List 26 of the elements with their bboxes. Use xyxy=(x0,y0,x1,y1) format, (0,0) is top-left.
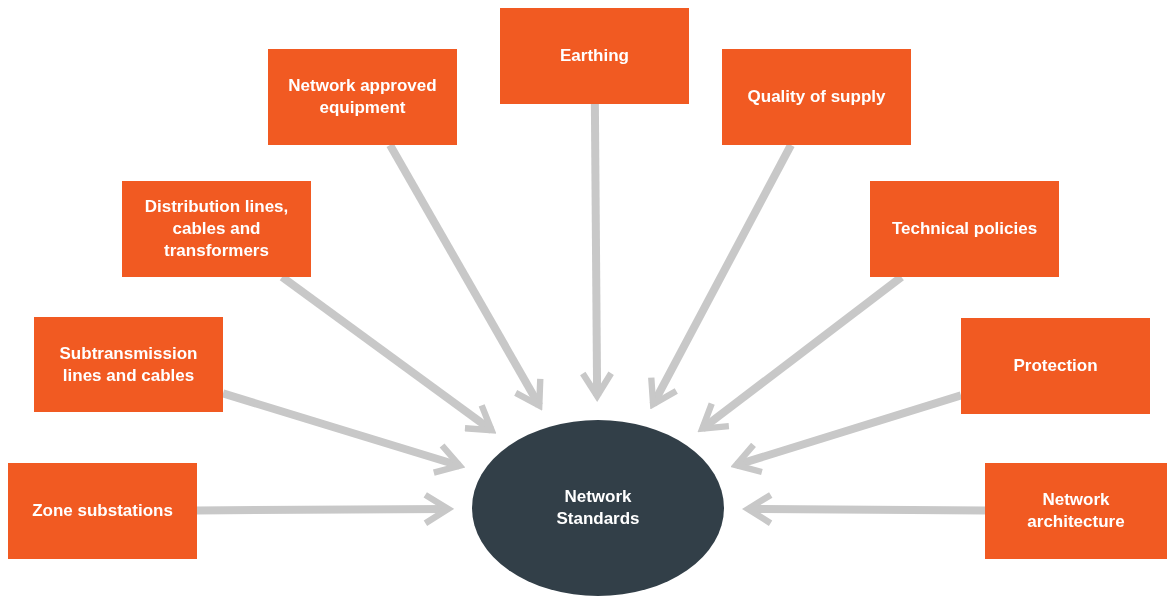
arrow xyxy=(386,143,544,409)
node-label: Network architecture xyxy=(1026,489,1126,533)
node-label: Protection xyxy=(1013,355,1098,377)
arrow xyxy=(732,391,963,476)
node-label: Distribution lines, cables and transformers xyxy=(143,196,290,262)
arrow xyxy=(579,103,615,400)
topic-box xyxy=(34,317,223,412)
topic-box xyxy=(722,49,911,145)
node-label: Network approved equipment xyxy=(287,75,438,119)
node-label: Zone substations xyxy=(32,500,173,522)
topic-box xyxy=(870,181,1059,277)
arrow xyxy=(648,143,795,408)
topic-box xyxy=(500,8,689,104)
topic-box xyxy=(122,181,311,277)
node-label: Technical policies xyxy=(891,218,1038,240)
arrow xyxy=(196,491,452,527)
arrow xyxy=(744,491,986,527)
node-label: Quality of supply xyxy=(747,86,886,108)
arrow xyxy=(221,389,463,476)
node-label: Earthing xyxy=(560,45,629,67)
node-label: Network Standards xyxy=(555,486,641,530)
topic-box xyxy=(961,318,1150,414)
topic-box xyxy=(268,49,457,145)
node-label: Subtransmission lines and cables xyxy=(58,342,199,387)
topic-box xyxy=(8,463,197,559)
topic-box xyxy=(985,463,1167,559)
